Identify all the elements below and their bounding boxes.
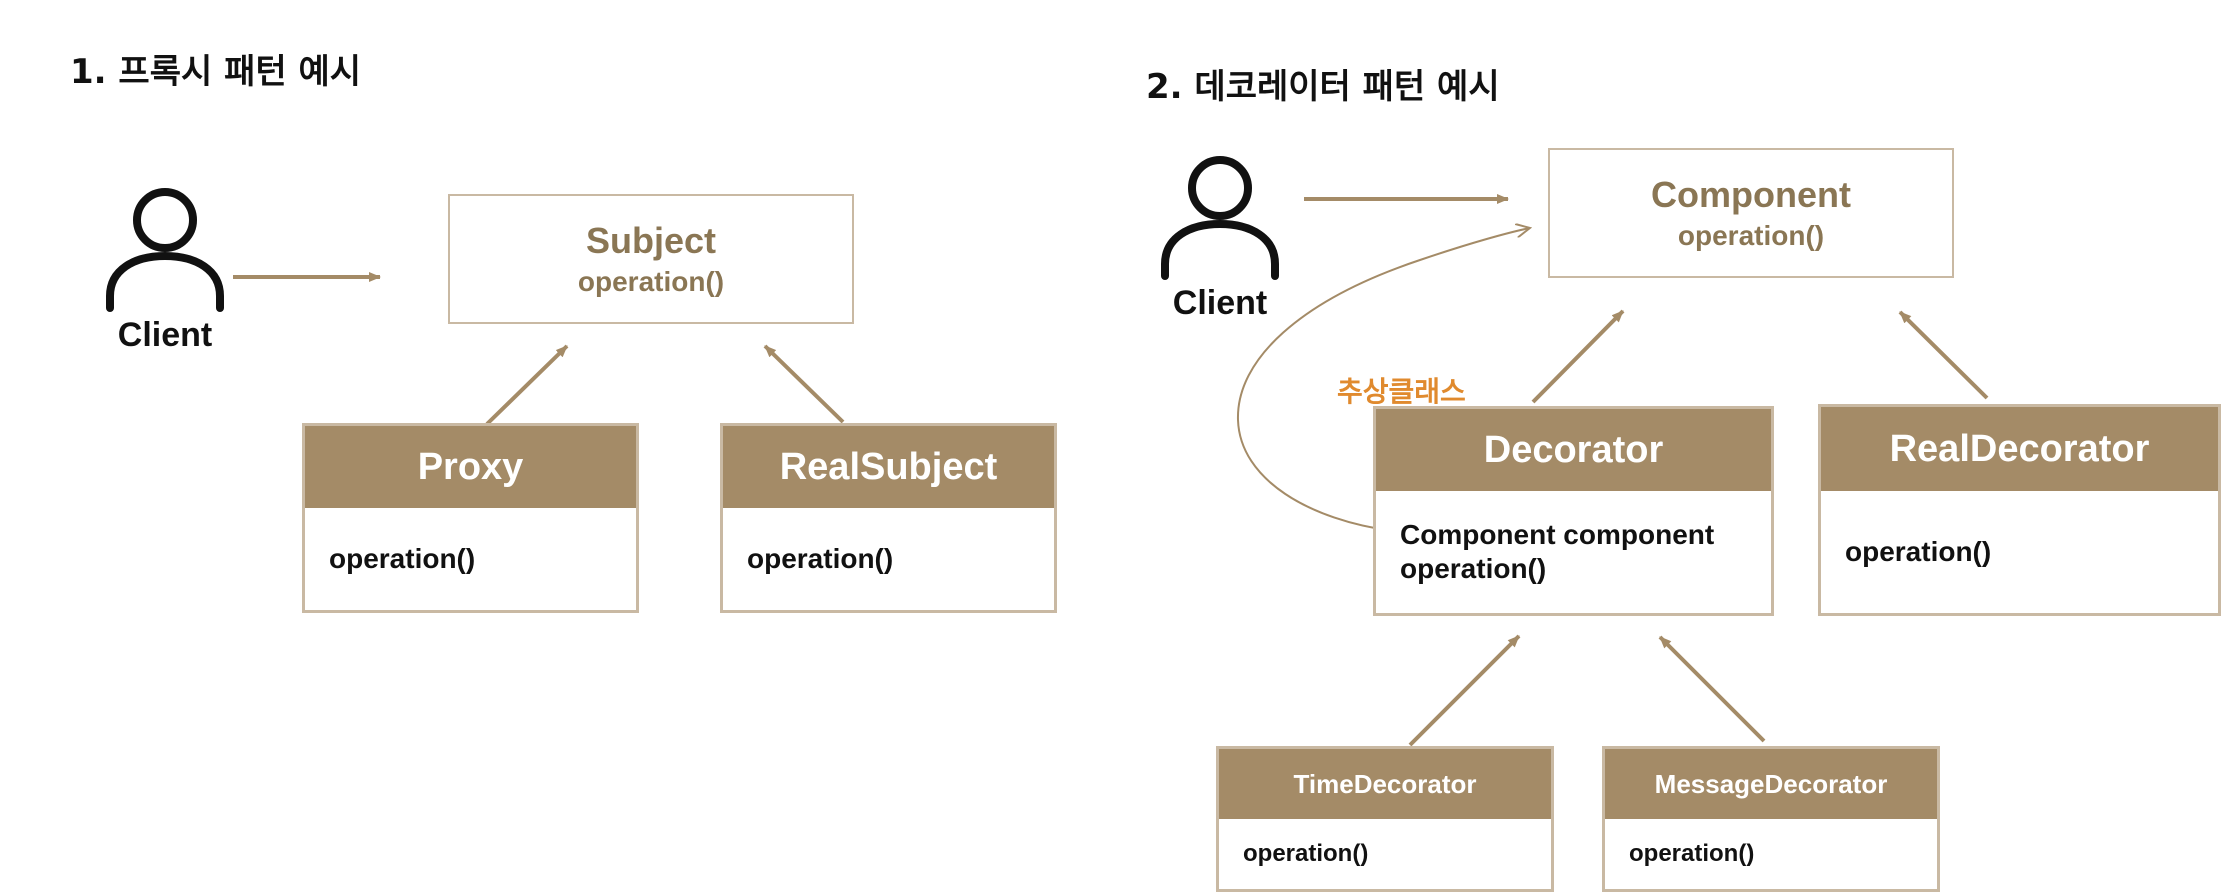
messagedecorator-to-decorator-arrow [1658, 635, 1766, 743]
client-label: Client [117, 316, 213, 354]
timedecorator-to-decorator-arrow [1408, 634, 1521, 747]
realdecorator-class: RealDecorator operation() [1818, 404, 2221, 616]
decorator-class-name: Decorator [1483, 428, 1664, 471]
messagedecorator-class-header: MessageDecorator [1605, 749, 1937, 819]
proxy-class-name: Proxy [417, 445, 524, 488]
timedecorator-class-header: TimeDecorator [1219, 749, 1551, 819]
proxy-class-body: operation() [305, 508, 636, 610]
realsubject-to-subject-arrow [763, 344, 845, 424]
subject-interface: Subject operation() [448, 194, 854, 324]
realdecorator-to-component-arrow [1898, 310, 1989, 400]
realsubject-class-header: RealSubject [723, 426, 1054, 508]
proxy-class: Proxy operation() [302, 423, 639, 613]
abstract-class-note: 추상클래스 [1337, 375, 1466, 408]
person-icon [106, 188, 224, 312]
messagedecorator-operation: operation() [1629, 840, 1755, 867]
realsubject-class-body: operation() [723, 508, 1054, 610]
realdecorator-class-body: operation() [1821, 491, 2218, 613]
realsubject-operation: operation() [747, 543, 894, 574]
subject-operation: operation() [577, 266, 725, 297]
messagedecorator-class: MessageDecorator operation() [1602, 746, 1940, 892]
proxy-class-header: Proxy [305, 426, 636, 508]
realdecorator-class-name: RealDecorator [1889, 427, 2150, 470]
decorator-to-component-arrow [1531, 309, 1625, 404]
decorator-section-title: 2. 데코레이터 패턴 예시 [1146, 67, 1500, 107]
subject-name: Subject [585, 220, 717, 261]
timedecorator-class-body: operation() [1219, 819, 1551, 889]
decorator-class-header: Decorator [1376, 409, 1771, 491]
decorator-class: Decorator Component component operation(… [1373, 406, 1774, 616]
component-interface: Component operation() [1548, 148, 1954, 278]
realdecorator-class-header: RealDecorator [1821, 407, 2218, 491]
decorator-field: Component component [1400, 519, 1715, 550]
decorator-class-body: Component component operation() [1376, 491, 1771, 613]
messagedecorator-class-name: MessageDecorator [1654, 768, 1888, 799]
messagedecorator-class-body: operation() [1605, 819, 1937, 889]
realdecorator-operation: operation() [1845, 536, 1992, 567]
person-icon [1161, 156, 1279, 280]
realsubject-class-name: RealSubject [779, 445, 998, 488]
component-operation: operation() [1677, 220, 1825, 251]
composition-curve [1236, 228, 1530, 532]
timedecorator-operation: operation() [1243, 840, 1369, 867]
timedecorator-class-name: TimeDecorator [1293, 768, 1477, 799]
client-actor-proxy: Client [95, 182, 235, 355]
proxy-section-title: 1. 프록시 패턴 예시 [70, 52, 362, 92]
timedecorator-class: TimeDecorator operation() [1216, 746, 1554, 892]
client-actor-decorator: Client [1150, 150, 1290, 323]
realsubject-class: RealSubject operation() [720, 423, 1057, 613]
client-label: Client [1172, 284, 1268, 322]
proxy-to-subject-arrow [485, 344, 569, 426]
decorator-operation: operation() [1400, 553, 1547, 584]
component-name: Component [1651, 174, 1851, 215]
proxy-operation: operation() [329, 543, 476, 574]
